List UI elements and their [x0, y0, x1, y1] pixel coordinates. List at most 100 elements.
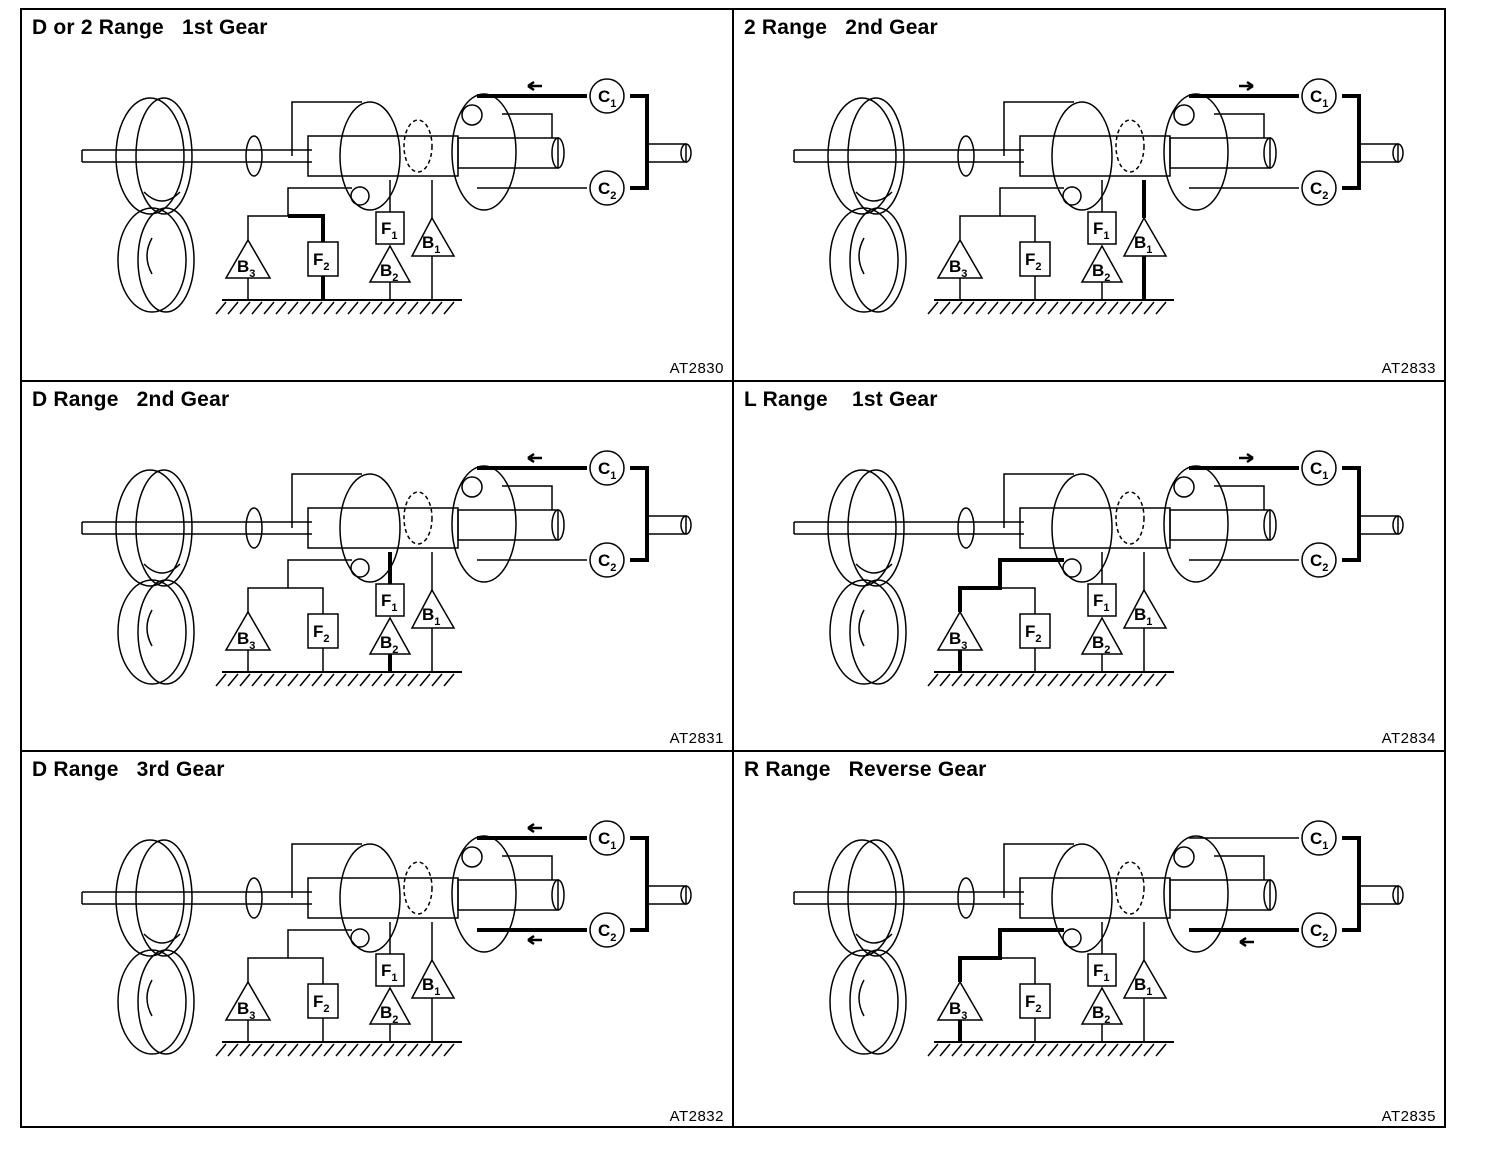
front-drum [827, 469, 897, 587]
lower-drum [829, 579, 899, 685]
lower-drum [117, 949, 187, 1055]
label-c1: C1 [1310, 459, 1328, 482]
output-shaft [457, 137, 559, 169]
label-c2-sub: 2 [610, 932, 616, 944]
figure-code: AT2831 [669, 730, 724, 747]
output-shaft-end [680, 143, 692, 163]
clutch-c1 [1301, 820, 1337, 856]
intermediate-shaft [1019, 507, 1171, 549]
label-c1-sub: 1 [610, 840, 616, 852]
f2-link [1000, 587, 1036, 614]
ground-hatch [215, 673, 227, 687]
label-f2: F2 [1025, 250, 1042, 273]
clutch-drum-link [630, 94, 649, 190]
ground-hatch [927, 673, 939, 687]
rotation-arrow [143, 191, 181, 202]
ground-hatch [371, 673, 383, 687]
ground-hatch [347, 1043, 359, 1057]
clutch-drum-link [1342, 94, 1361, 190]
output-shaft [1169, 137, 1271, 169]
ground-hatch [1083, 1043, 1095, 1057]
ground-hatch [927, 301, 939, 315]
clutch-c1 [1301, 450, 1337, 486]
front-planetary [339, 473, 401, 583]
ground-hatch [1071, 1043, 1083, 1057]
planet-gear [1062, 928, 1082, 948]
sun-gear [1173, 846, 1195, 868]
output-shaft [457, 509, 559, 541]
label-c2: C2 [1310, 921, 1328, 944]
ground-hatch [287, 301, 299, 315]
clutch-c2 [1301, 170, 1337, 206]
ground-hatch [335, 1043, 347, 1057]
f2-link [1000, 215, 1036, 242]
output-shaft-end [551, 137, 565, 169]
ground-hatch [1023, 1043, 1035, 1057]
label-b1-sub: 1 [434, 986, 440, 998]
ground-hatch [939, 673, 951, 687]
ground-hatch [251, 673, 263, 687]
ground-hatch [1131, 1043, 1143, 1057]
rotation-arrow [1115, 119, 1145, 173]
f2-link [288, 587, 324, 614]
rotation-arrow [858, 979, 865, 1017]
label-b3-sub: 3 [249, 640, 255, 652]
ground-hatch [1155, 1043, 1167, 1057]
schematic [81, 450, 692, 687]
f2-link [288, 957, 324, 984]
rotation-arrow [146, 237, 153, 275]
ground-hatch [987, 673, 999, 687]
label-c2: C2 [598, 921, 616, 944]
figure-code: AT2832 [669, 1108, 724, 1125]
ground-hatch [1047, 301, 1059, 315]
label-b2-sub: 2 [392, 272, 398, 284]
planet-gear [350, 928, 370, 948]
ground-hatch [239, 301, 251, 315]
b3-link [958, 928, 1064, 982]
frame-line [1003, 843, 1074, 898]
rotation-arrow [146, 979, 153, 1017]
front-planetary [1051, 101, 1113, 211]
label-f2-sub: 2 [1035, 1003, 1041, 1015]
sun-gear [461, 846, 483, 868]
label-b2-sub: 2 [1104, 644, 1110, 656]
ground-hatch [999, 1043, 1011, 1057]
flow-arrow [1239, 452, 1254, 464]
intermediate-shaft [307, 135, 459, 177]
label-f1-sub: 1 [391, 230, 397, 242]
ground-hatch [383, 673, 395, 687]
ground-hatch [275, 673, 287, 687]
frame-line [1003, 101, 1074, 156]
ground-hatch [431, 301, 443, 315]
figure-code: AT2833 [1381, 360, 1436, 377]
label-b2: B2 [1092, 261, 1110, 284]
ground-hatch [1143, 673, 1155, 687]
rear-planetary [451, 835, 517, 953]
ground-hatch [975, 673, 987, 687]
ground-hatch [323, 673, 335, 687]
output-shaft-right [1359, 515, 1399, 535]
brake-b1 [1122, 588, 1168, 629]
label-c2-sub: 2 [1322, 562, 1328, 574]
ground-hatch [963, 673, 975, 687]
planet-gear [1062, 558, 1082, 578]
f2-link [288, 214, 325, 242]
label-f1: F1 [381, 219, 398, 242]
flow-arrow [527, 452, 542, 464]
ground-hatch [371, 1043, 383, 1057]
lower-drum [137, 949, 195, 1055]
ground-hatch [1035, 301, 1047, 315]
ground-hatch [443, 673, 455, 687]
ground-hatch [299, 673, 311, 687]
output-shaft-end [1263, 137, 1277, 169]
ground-hatch [1035, 1043, 1047, 1057]
label-b3-sub: 3 [249, 268, 255, 280]
label-b3: B3 [949, 257, 967, 280]
label-b3: B3 [237, 629, 255, 652]
front-planetary [1051, 473, 1113, 583]
ground-hatch [431, 1043, 443, 1057]
